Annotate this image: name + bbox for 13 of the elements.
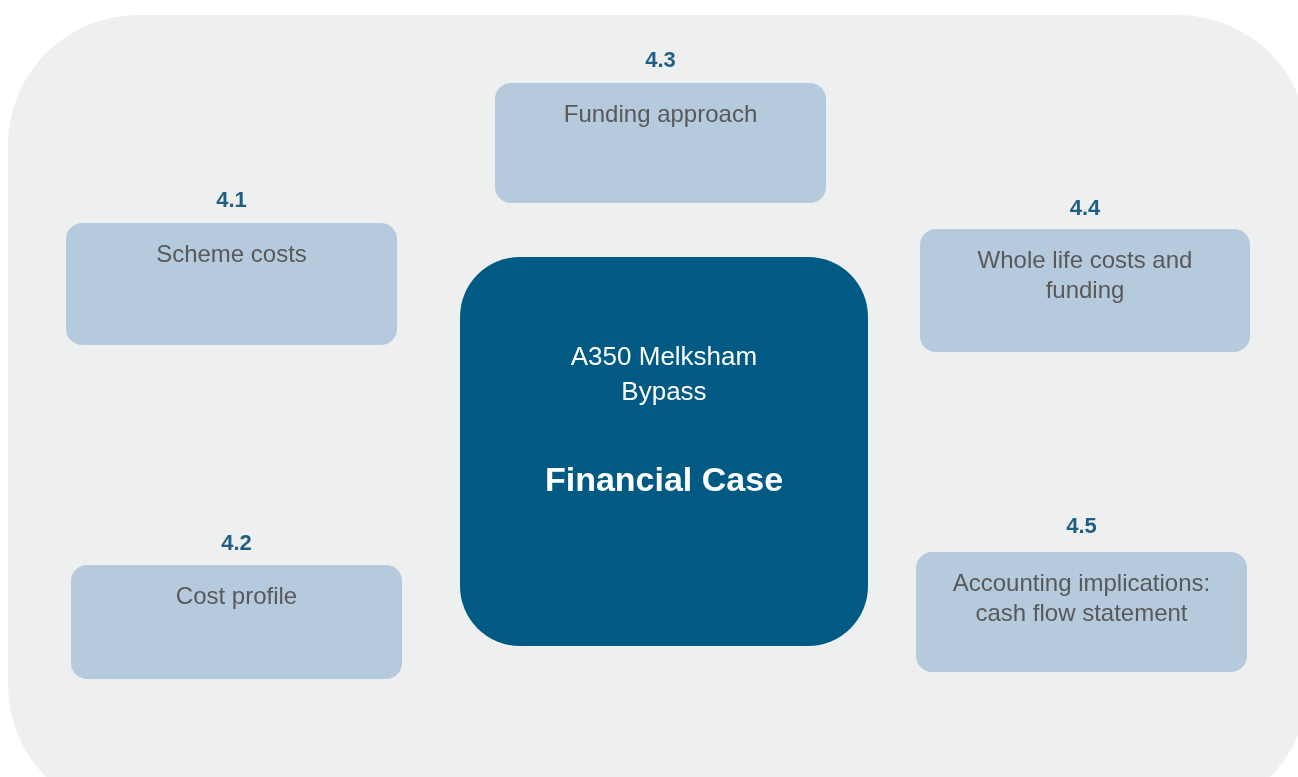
section-number: 4.2 [221,530,252,556]
section-title: Funding approach [563,99,758,129]
section-number: 4.4 [1069,195,1101,221]
case-title: Financial Case [544,459,784,499]
section-number: 4.3 [645,47,676,73]
center-box [460,257,868,646]
project-name: A350 Melksham Bypass [569,340,759,408]
section-title: Accounting implications: cash flow statement [951,568,1212,628]
section-number: 4.5 [1066,513,1097,539]
section-number: 4.1 [216,187,247,213]
section-title: Scheme costs [156,239,307,269]
section-title: Whole life costs and funding [976,245,1194,305]
section-title: Cost profile [175,581,298,611]
